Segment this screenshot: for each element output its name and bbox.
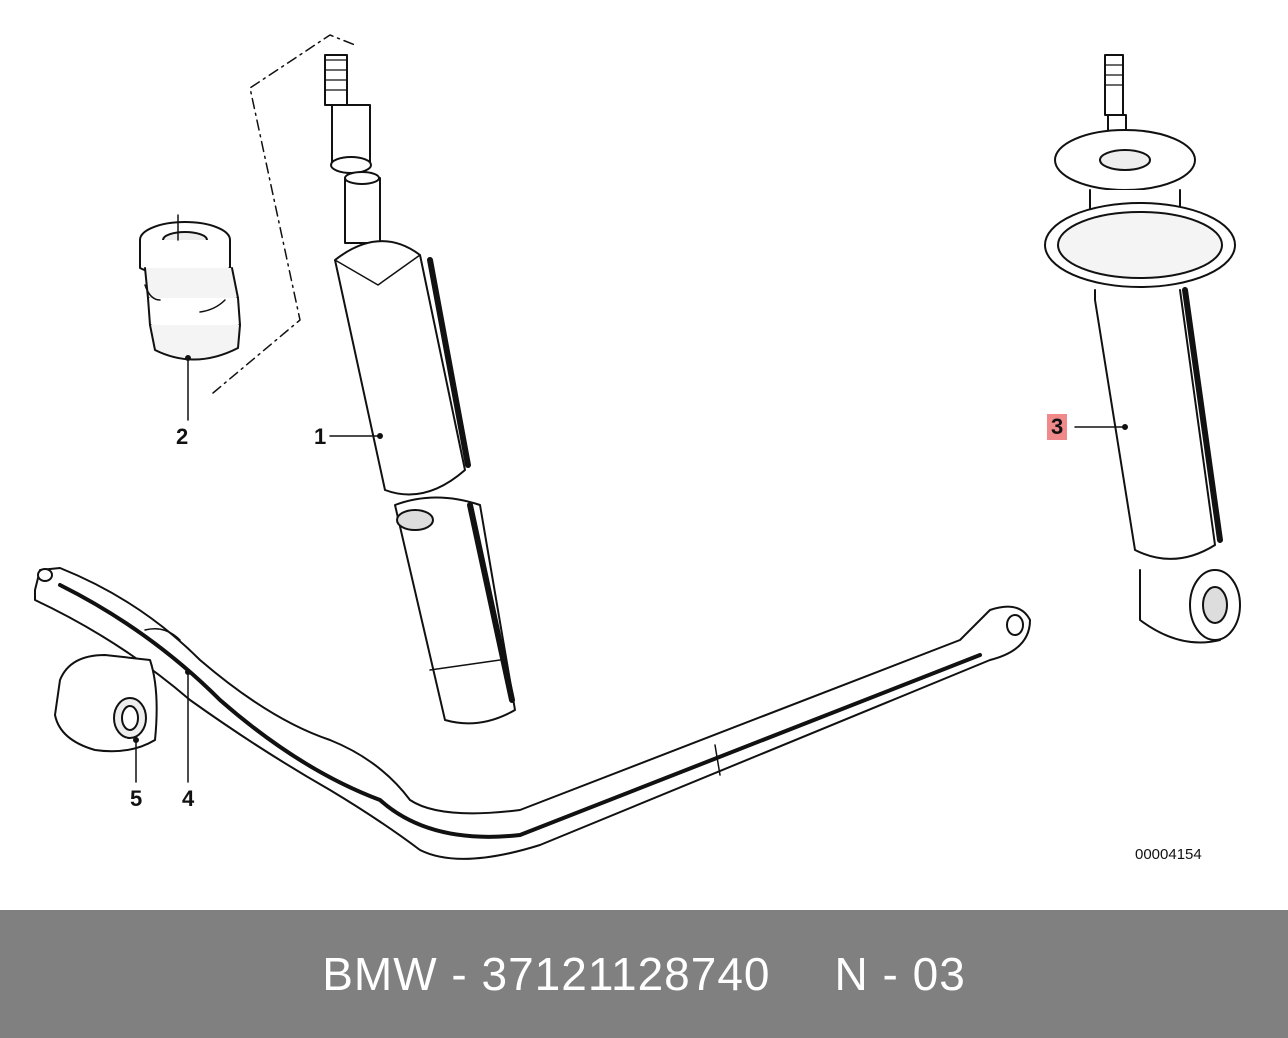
footer-bar: BMW - 37121128740 N - 03 [0,910,1288,1038]
diagram-illustration [34,34,1241,860]
callout-part-5[interactable]: 5 [130,786,143,811]
bump-stop-drawing [139,214,241,421]
page-reference-label: N - 03 [834,948,966,1000]
stabilizer-bushing-drawing [54,654,158,783]
front-shock-drawing [324,54,516,725]
callout-part-4[interactable]: 4 [182,786,195,811]
rear-shock-drawing [1044,54,1241,644]
stabilizer-bar-drawing [34,567,1031,860]
callout-part-1[interactable]: 1 [314,424,327,449]
footer-caption: BMW - 37121128740 N - 03 [0,910,1288,1038]
callout-part-2[interactable]: 2 [176,424,189,449]
drawing-number: 00004154 [1135,846,1202,863]
callout-part-3-highlighted[interactable]: 3 [1047,414,1068,440]
part-number-label: BMW - 37121128740 [322,948,771,1000]
parts-diagram: 2 1 3 5 4 00004154 [34,34,1241,863]
